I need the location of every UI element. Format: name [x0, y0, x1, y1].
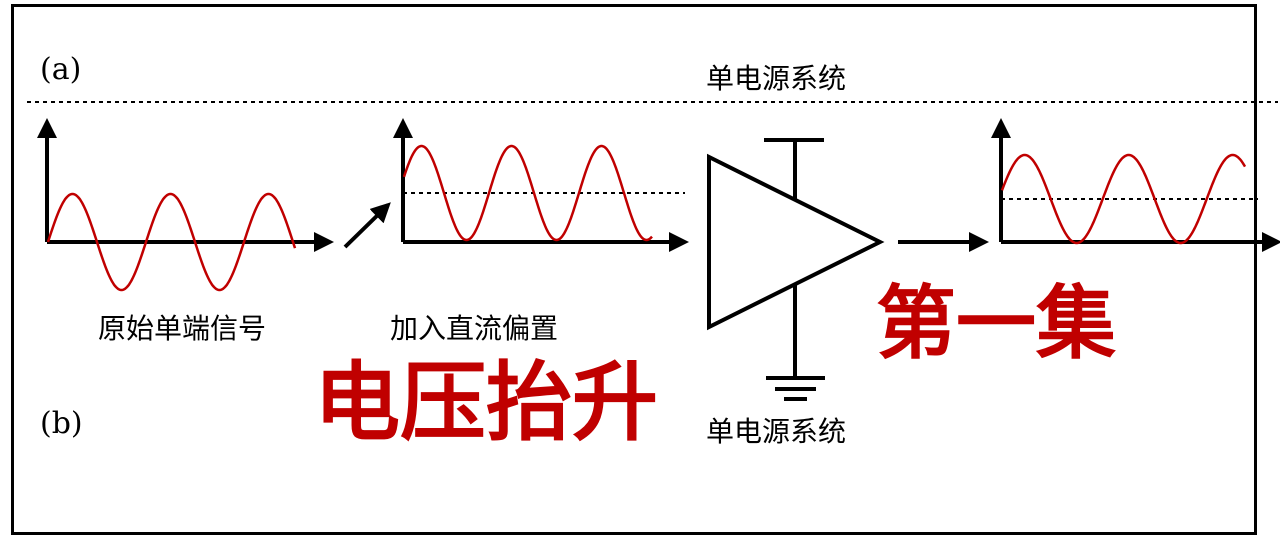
amplifier-triangle [707, 153, 885, 331]
overlay-title-voltage-lift: 电压抬升 [314, 353, 658, 453]
caption-dc-bias: 加入直流偏置 [390, 312, 559, 345]
panel-label-b: (b) [40, 406, 83, 441]
plot-output [991, 118, 1280, 252]
plot-dc-bias [393, 118, 689, 252]
arrow-to-bias [343, 202, 391, 249]
plot-original-signal [37, 118, 334, 292]
plot3-waveform [1000, 153, 1247, 245]
system-label-bottom: 单电源系统 [706, 415, 847, 448]
caption-original-signal: 原始单端信号 [98, 312, 267, 345]
plot2-waveform [402, 144, 653, 242]
diagram-frame [11, 4, 1257, 535]
panel-label-a: (a) [40, 52, 82, 87]
amplifier-symbol [707, 138, 885, 401]
plot1-waveform [46, 192, 297, 292]
system-label-top: 单电源系统 [706, 62, 847, 95]
overlay-title-episode: 第一集 [876, 277, 1116, 370]
